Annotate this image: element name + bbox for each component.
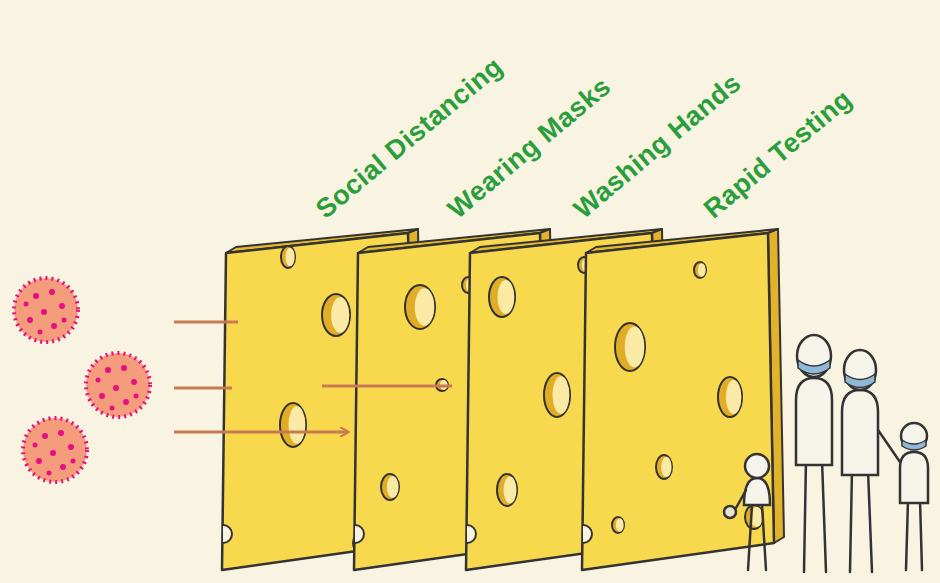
cheese-hole-inner — [616, 518, 624, 532]
virus-body — [14, 278, 78, 342]
cheese-hole — [436, 379, 448, 391]
cheese-hole-inner — [440, 380, 448, 390]
cheese-hole — [405, 285, 435, 329]
cheese-hole-inner — [331, 297, 349, 333]
virus-body — [86, 353, 150, 417]
cheese-hole — [718, 377, 742, 417]
cheese-shape — [578, 225, 790, 577]
cheese-hole-inner — [661, 457, 671, 477]
cheese-face — [582, 233, 774, 570]
cheese-hole-inner — [751, 507, 763, 527]
face-mask — [798, 360, 830, 374]
cheese-hole-inner — [387, 476, 399, 498]
cheese-notch — [583, 525, 592, 543]
cheese-hole — [381, 474, 399, 500]
virus-particle — [86, 353, 150, 417]
cheese-hole-inner — [625, 327, 645, 368]
cheese-hole-inner — [552, 376, 569, 413]
cheese-notch — [223, 525, 232, 543]
cheese-hole-inner — [286, 248, 295, 267]
cheese-hole — [497, 474, 517, 506]
cheese-hole — [322, 294, 350, 336]
cheese-notch — [355, 525, 364, 543]
virus-dots — [33, 430, 76, 476]
cheese-hole-inner — [415, 288, 435, 325]
cheese-hole — [694, 262, 706, 278]
cheese-notch — [467, 525, 476, 543]
cheese-hole-inner — [726, 380, 742, 414]
cheese-hole — [615, 323, 645, 371]
cheese-hole — [280, 403, 306, 447]
adult-figure — [796, 335, 832, 572]
cheese-hole-inner — [504, 476, 517, 503]
virus-body — [23, 418, 87, 482]
face-mask — [845, 374, 875, 388]
cheese-hole — [489, 277, 515, 317]
face-mask — [902, 440, 926, 450]
adult-figure — [842, 350, 900, 572]
child-figure — [900, 423, 928, 570]
cheese-hole-inner — [698, 263, 706, 277]
virus-dots — [24, 289, 67, 335]
cheese-hole — [745, 505, 763, 529]
cheese-hole — [544, 373, 570, 417]
virus-particle — [14, 278, 78, 342]
cheese-hole — [612, 517, 624, 533]
cheese-hole-inner — [497, 280, 514, 314]
virus-particle — [23, 418, 87, 482]
virus-dots — [96, 365, 139, 411]
cheese-hole — [656, 455, 672, 479]
cheese-hole-inner — [288, 406, 305, 443]
cheese-hole — [281, 246, 295, 268]
cheese-slice: Rapid Testing — [578, 225, 790, 577]
